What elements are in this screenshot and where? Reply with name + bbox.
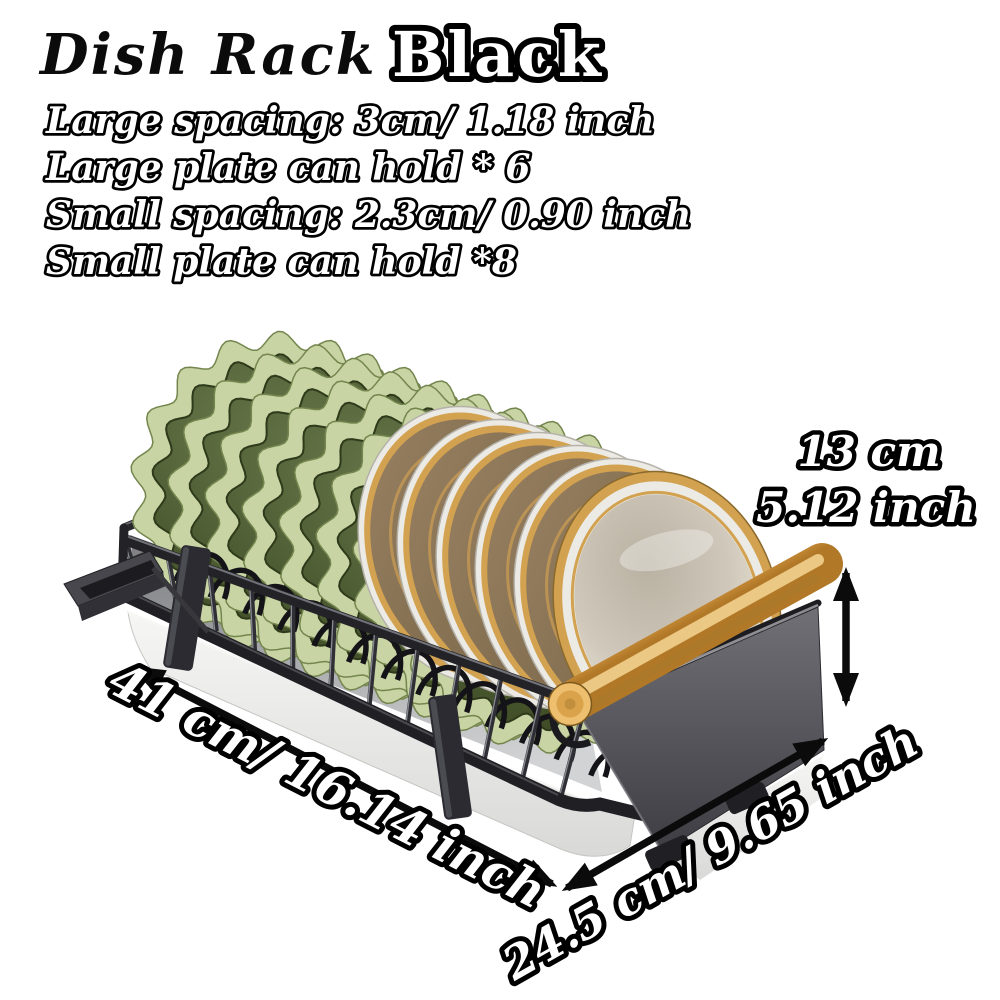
- rack-wire: [206, 569, 219, 632]
- rack-wire-highlight: [249, 584, 254, 651]
- height-label-cm: 13 cm: [797, 427, 940, 476]
- depth-arrow-icon: [561, 737, 829, 892]
- plates: [130, 330, 782, 754]
- product-title: Dish Rack: [38, 22, 377, 88]
- product-variant: Black: [392, 18, 604, 91]
- spec-line-3: Small spacing: 2.3cm/ 0.90 inch: [46, 194, 691, 236]
- dimension-arrows: [130, 567, 859, 892]
- rack-wire: [248, 584, 258, 651]
- height-label-inch: 5.12 inch: [756, 483, 976, 532]
- drain-spout: [63, 550, 210, 634]
- spec-line-4: Small plate can hold *8: [46, 241, 517, 283]
- spec-line-2: Large plate can hold * 6: [45, 147, 530, 189]
- length-arrow-icon: [130, 665, 558, 888]
- dish-rack-illustration: [63, 330, 843, 880]
- spec-line-1: Large spacing: 3cm/ 1.18 inch: [45, 100, 655, 142]
- wood-handle: [547, 543, 843, 749]
- divider-wire: [207, 567, 265, 617]
- rack-wire-highlight: [207, 569, 216, 632]
